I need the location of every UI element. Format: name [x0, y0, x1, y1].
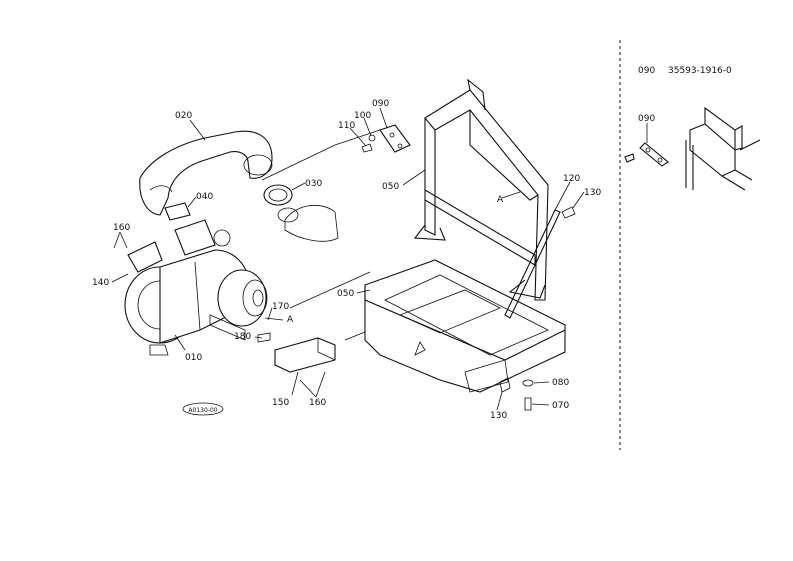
- leader-line: [261, 144, 336, 181]
- callout-040: 040: [196, 192, 213, 202]
- header-part-no: 35593-1916-0: [668, 66, 732, 76]
- air-cleaner-assembly: [124, 130, 339, 373]
- callout-130-upper: 130: [584, 188, 601, 198]
- callout-140: 140: [92, 278, 109, 288]
- callout-120: 120: [563, 174, 580, 184]
- callout-070: 070: [552, 401, 569, 411]
- callout-130-lower: 130: [490, 411, 507, 421]
- detail-a-leader: [501, 191, 521, 199]
- leader-line: [334, 129, 381, 146]
- callout-150: 150: [272, 398, 289, 408]
- callout-030: 030: [305, 179, 322, 189]
- callout-050-upper: 050: [382, 182, 399, 192]
- callout-090: 090: [372, 99, 389, 109]
- detail-label-a-frame: A: [497, 195, 504, 205]
- callout-leaders: [111, 107, 585, 411]
- callout-170: 170: [272, 302, 289, 312]
- callout-010: 010: [185, 353, 202, 363]
- header-ref-no: 090: [638, 66, 655, 76]
- callout-160-bottom: 160: [309, 398, 326, 408]
- callout-180: 180: [234, 332, 251, 342]
- leader-line: [289, 271, 371, 309]
- callout-110: 110: [338, 121, 355, 131]
- drawing-code-oval: [182, 402, 224, 416]
- drawing-code: A0130-00: [188, 407, 217, 414]
- detail-a-leader: [264, 317, 284, 321]
- leader-line: [344, 331, 366, 341]
- detail-label-a-cleaner: A: [287, 315, 294, 325]
- callout-080: 080: [552, 378, 569, 388]
- callout-020: 020: [175, 111, 192, 121]
- inset-callout-090: 090: [638, 114, 655, 124]
- callout-100: 100: [354, 111, 371, 121]
- inset-bracket-drawing: [624, 106, 761, 191]
- mounting-frame: [361, 78, 576, 411]
- callout-050-lower: 050: [337, 289, 354, 299]
- callout-160-left: 160: [113, 223, 130, 233]
